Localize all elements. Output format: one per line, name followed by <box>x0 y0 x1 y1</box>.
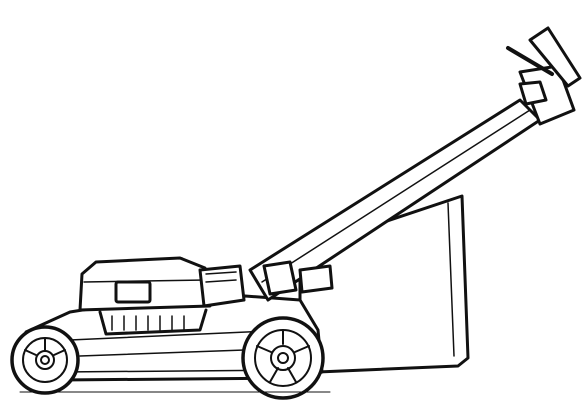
engine-housing <box>78 256 212 336</box>
handle-grip <box>506 26 582 126</box>
rear-wheel <box>241 316 325 400</box>
front-wheel <box>10 325 80 395</box>
control-box <box>198 264 246 308</box>
handle-bar <box>248 98 542 302</box>
